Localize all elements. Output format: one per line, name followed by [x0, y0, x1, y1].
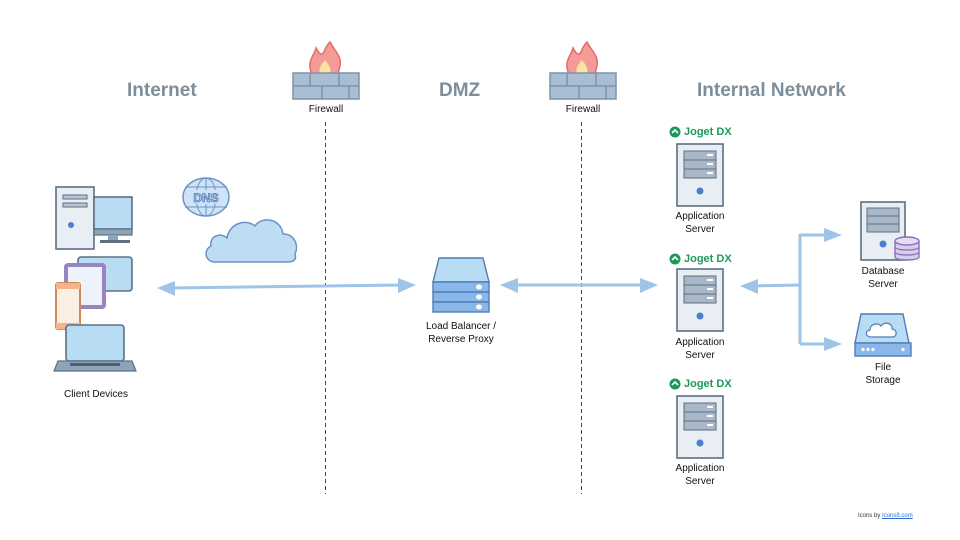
joget-logo-1: Joget DX [669, 126, 732, 138]
load-balancer-label-line1: Load Balancer / [425, 321, 497, 332]
joget-brand-text: Joget DX [684, 378, 732, 390]
app-server-1 [676, 143, 724, 212]
arrow-loadbalancer-appserver [500, 278, 658, 293]
zone-title-dmz: DMZ [439, 80, 481, 101]
arrow-appserver-storage [740, 228, 842, 351]
credit-link[interactable]: Icons8.com [882, 513, 913, 519]
joget-logo-icon [669, 378, 681, 390]
joget-logo-icon [669, 253, 681, 265]
dns-globe-icon: DNS [182, 177, 230, 217]
database-server-label: Database Server [845, 265, 921, 291]
arrow-client-loadbalancer [157, 278, 416, 296]
cloud-icon [205, 219, 298, 263]
database-icon [894, 236, 920, 261]
load-balancer-icon [432, 257, 490, 313]
joget-logo-3: Joget DX [669, 378, 732, 390]
firewall-label-1: Firewall [308, 104, 344, 115]
firewall-internet-dmz [292, 40, 360, 105]
file-storage [853, 313, 913, 364]
storage-label-line1: File [874, 362, 892, 373]
app-server-3 [676, 395, 724, 464]
load-balancer-label: Load Balancer / Reverse Proxy [411, 320, 511, 346]
firewall-label-2: Firewall [565, 104, 601, 115]
joget-logo-icon [669, 126, 681, 138]
internet-cloud [203, 212, 299, 269]
server-icon [676, 268, 724, 332]
firewall-icon [292, 40, 360, 100]
joget-logo-2: Joget DX [669, 253, 732, 265]
app-server-label-line2: Server [685, 350, 715, 361]
joget-brand-text: Joget DX [684, 253, 732, 265]
icon-credit: Icons by Icons8.com [858, 513, 913, 519]
database-label-line1: Database [861, 266, 905, 277]
storage-label-line2: Storage [865, 375, 901, 386]
file-storage-label: File Storage [845, 361, 921, 387]
app-server-2-label: Application Server [660, 336, 740, 362]
app-server-label-line1: Application [675, 463, 725, 474]
server-icon [676, 143, 724, 207]
zone-title-internal-network: Internal Network [697, 80, 846, 101]
client-devices-icon [53, 186, 137, 372]
client-devices-label: Client Devices [64, 389, 128, 400]
file-storage-icon [854, 313, 912, 357]
credit-prefix: Icons by [858, 513, 881, 519]
server-icon [676, 395, 724, 459]
dns-text: DNS [193, 191, 218, 205]
mobile-devices-icon [55, 256, 133, 330]
app-server-1-label: Application Server [660, 210, 740, 236]
database-label-line2: Server [868, 279, 898, 290]
load-balancer-label-line2: Reverse Proxy [428, 334, 494, 345]
app-server-label-line2: Server [685, 476, 715, 487]
cloud-icon [865, 322, 897, 338]
load-balancer [431, 256, 491, 319]
database-server-icon [860, 201, 920, 261]
joget-brand-text: Joget DX [684, 126, 732, 138]
dns-globe: DNS [182, 176, 234, 223]
app-server-label-line1: Application [675, 211, 725, 222]
app-server-label-line1: Application [675, 337, 725, 348]
firewall-icon [549, 40, 617, 100]
zone-title-internet: Internet [127, 80, 197, 101]
database-server [860, 201, 922, 268]
app-server-2 [676, 268, 724, 337]
client-devices [53, 185, 137, 380]
desktop-icon [55, 186, 133, 250]
laptop-icon [53, 324, 137, 372]
firewall-dmz-internal [549, 40, 617, 105]
app-server-3-label: Application Server [660, 462, 740, 488]
app-server-label-line2: Server [685, 224, 715, 235]
